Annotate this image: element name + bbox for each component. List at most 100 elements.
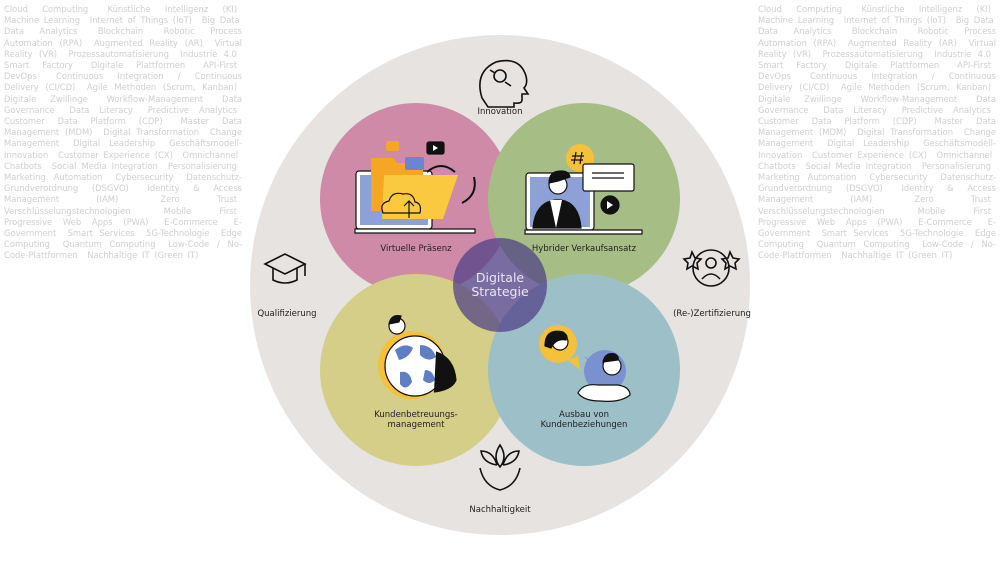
lotus-hands-icon [479, 443, 521, 491]
label-innovation: Innovation [477, 107, 523, 117]
background-term: Digital Leadership [73, 138, 165, 149]
background-term: Marketing Automation [4, 172, 111, 183]
background-term: Künstliche Intelligenz (KI) [861, 4, 992, 14]
background-term: E-Government [4, 216, 242, 239]
graduation-cap-icon [263, 253, 307, 284]
laptop-folder-illustration [354, 141, 476, 234]
background-term: DevOps [4, 71, 51, 82]
background-term: Master Data Management (MDM) [758, 116, 997, 138]
background-term: API-First [203, 60, 238, 71]
background-term: DevOps [758, 71, 805, 82]
circle-kundenbeziehungen [488, 274, 680, 466]
label-ausbau-kundenbeziehungen: Ausbau von Kundenbeziehungen [541, 410, 628, 430]
background-term: Agile Methoden (Scrum, Kanban) [86, 82, 237, 93]
conversation-illustration [539, 325, 631, 402]
background-term: Data Literacy [823, 104, 897, 115]
label-line: management [387, 420, 445, 430]
center-circle [453, 238, 547, 332]
background-term: Verschlüsselungstechnologien [758, 205, 913, 216]
background-term: Cybersecurity [869, 172, 936, 183]
background-term: E-Commerce [918, 216, 983, 227]
background-term: Change Management [758, 127, 996, 149]
background-term: Identity & Access Management (IAM) [4, 183, 242, 205]
background-term: Data Analytics [758, 26, 847, 37]
background-term: Digitale Zwillinge [4, 93, 102, 104]
background-term: Prozessautomatisierung [68, 48, 176, 59]
background-term: Blockchain [97, 26, 159, 37]
background-term: Cloud Computing [758, 4, 857, 14]
background-term: Mobile First [163, 205, 237, 216]
background-term: Customer Data Platform (CDP) [4, 116, 176, 127]
background-term: E-Government [758, 216, 996, 239]
background-term: Internet of Things (IoT) [89, 15, 197, 26]
background-term: Workflow-Management [860, 93, 971, 104]
label-hybrider-verkaufsansatz: Hybrider Verkaufsansatz [531, 244, 637, 254]
background-term: Customer Data Platform (CDP) [758, 116, 930, 127]
background-term: Zero Trust [160, 194, 237, 205]
background-term: Geschäftsmodell-Innovation [758, 138, 996, 160]
background-term: Datenschutz-Grundverordnung (DSGVO) [4, 172, 242, 194]
background-term: Smart Factory [758, 60, 840, 71]
background-term: Edge Computing [758, 228, 996, 250]
background-term: Chatbots [758, 160, 801, 171]
background-term: Data Governance [758, 93, 996, 115]
background-term: Industrie 4.0 [180, 48, 237, 59]
label-virtuelle-praesenz: Virtuelle Präsenz [380, 244, 452, 254]
background-term: Digital Leadership [827, 138, 919, 149]
background-term: Continuous Integration / Continuous Deli… [4, 71, 242, 93]
background-term: Progressive Web Apps (PWA) [758, 216, 914, 227]
background-term: Digitale Plattformen [90, 60, 199, 71]
background-term: Predictive Analytics [147, 104, 237, 115]
background-term: 5G-Technologie [146, 228, 216, 239]
background-term: Nachhaltige IT (Green IT) [841, 250, 953, 261]
background-term: Smart Services [67, 228, 142, 239]
background-term: Chatbots [4, 160, 47, 171]
background-buzzword-texture-right: Cloud Computing Künstliche Intelligenz (… [758, 4, 996, 262]
background-term: Geschäftsmodell-Innovation [4, 138, 242, 160]
background-term: Big Data [201, 15, 240, 26]
background-term: Mobile First [917, 205, 991, 216]
background-term: Omnichannel [182, 149, 239, 160]
background-term: Machine Learning [4, 15, 85, 26]
background-term: Smart Services [821, 228, 896, 239]
label-rezertifizierung: (Re-)Zertifizierung [673, 309, 751, 319]
center-label: Digitale Strategie [471, 271, 528, 299]
background-term: Prozessautomatisierung [822, 48, 930, 59]
background-term: Industrie 4.0 [934, 48, 991, 59]
label-qualifizierung: Qualifizierung [257, 309, 317, 319]
background-term: Robotic Process Automation (RPA) [4, 26, 243, 48]
background-term: Digital Transformation [103, 127, 205, 138]
background-term: Data Analytics [4, 26, 93, 37]
background-term: Smart Factory [4, 60, 86, 71]
background-term: Blockchain [851, 26, 913, 37]
background-term: API-First [957, 60, 992, 71]
label-line: Kundenbeziehungen [540, 420, 628, 430]
center-label-line2: Strategie [471, 284, 529, 299]
background-term: Big Data [955, 15, 994, 26]
background-term: 5G-Technologie [900, 228, 970, 239]
background-term: Digital Transformation [857, 127, 959, 138]
background-term: Machine Learning [758, 15, 839, 26]
center-label-line1: Digitale [475, 270, 525, 285]
background-term: Zero Trust [914, 194, 991, 205]
video-call-illustration [524, 144, 643, 235]
background-term: Master Data Management (MDM) [4, 116, 243, 138]
background-term: Edge Computing [4, 228, 242, 250]
background-term: Data Literacy [69, 104, 143, 115]
background-term: Marketing Automation [758, 172, 865, 183]
background-term: Nachhaltige IT (Green IT) [87, 250, 199, 261]
globe-hug-illustration [378, 315, 457, 399]
background-term: Low-Code / No-Code-Plattformen [4, 239, 243, 261]
background-term: Augmented Reality (AR) [93, 37, 210, 48]
certification-badge-icon [682, 249, 741, 287]
background-term: Digitale Zwillinge [758, 93, 856, 104]
background-term: Cloud Computing [4, 4, 103, 14]
background-term: E-Commerce [164, 216, 229, 227]
background-term: Verschlüsselungstechnologien [4, 205, 159, 216]
background-term: Social Media Integration [805, 160, 917, 171]
background-term: Quantum Computing [816, 239, 918, 250]
background-term: Progressive Web Apps (PWA) [4, 216, 160, 227]
background-term: Workflow-Management [106, 93, 217, 104]
background-term: Customer Experience (CX) [58, 149, 178, 160]
